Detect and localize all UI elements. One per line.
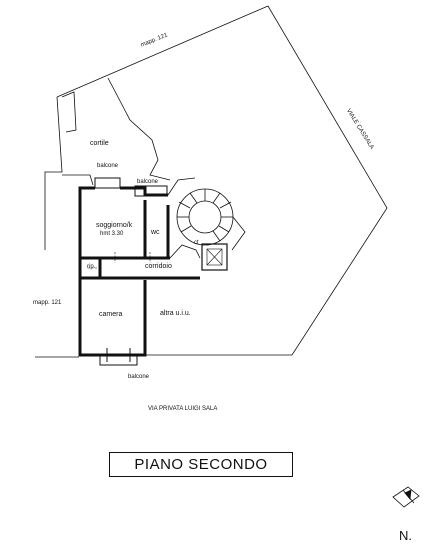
hmt-label: hmt 3.30 <box>100 231 124 237</box>
rip-label: rip. <box>87 264 96 270</box>
spiral-stair-inner <box>188 200 222 234</box>
ct-label: ct <box>194 240 199 246</box>
north-arrow-icon <box>392 486 420 508</box>
mapp-left-label: mapp. 121 <box>33 300 62 306</box>
balcone-label-mid: balcone <box>137 179 159 185</box>
camera-label: camera <box>99 311 123 318</box>
cortile-inner-wall <box>107 77 171 181</box>
floor-title-text: PIANO SECONDO <box>134 456 268 473</box>
cortile-wall <box>61 91 77 133</box>
cortile-label: cortile <box>90 140 109 147</box>
apartment-top-wall <box>120 186 168 197</box>
street-label: VIA PRIVATA LUIGI SALA <box>148 406 218 412</box>
balcone-top-outline <box>94 177 121 189</box>
balcone-mid-outline <box>134 185 168 197</box>
balcone-bottom-outline <box>99 354 138 366</box>
lift-shaft <box>201 243 228 271</box>
altra-uiu-label: altra u.i.u. <box>160 310 191 317</box>
balcone-label-bottom: balcone <box>128 374 150 380</box>
soggiorno-label: soggiorno/k <box>96 222 133 229</box>
lot-boundary-top <box>56 5 388 356</box>
apartment-outer-wall <box>78 186 147 357</box>
corridoio-label: corridoio <box>145 263 172 270</box>
wc-label: wc <box>151 229 160 236</box>
balcone-label-top: balcone <box>97 163 119 169</box>
floor-title: PIANO SECONDO <box>109 452 293 477</box>
left-neighbour-wall <box>44 96 63 250</box>
north-label: N. <box>399 528 412 543</box>
